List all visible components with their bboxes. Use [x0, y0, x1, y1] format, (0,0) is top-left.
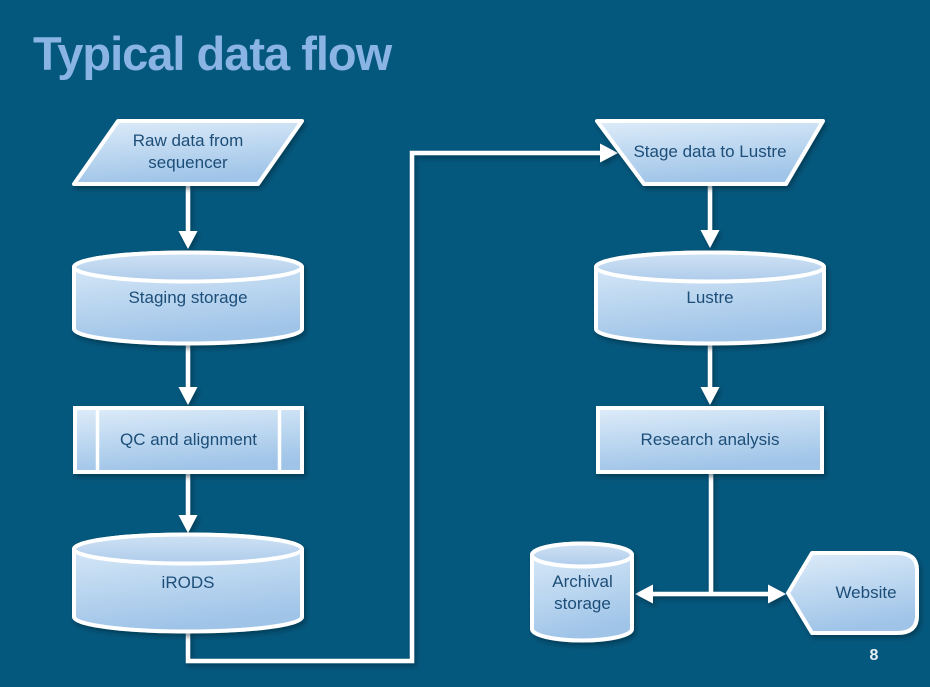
- edge-irods-stagelustre: [185, 143, 618, 664]
- node-raw-data-parallelogram: [72, 119, 304, 186]
- nodes-layer: [72, 119, 919, 643]
- edge-stagelustre-lustre: [700, 186, 720, 248]
- label-website: Website: [835, 583, 897, 603]
- arrowhead-down-icon: [178, 231, 198, 249]
- node-archival-storage-cylinder: [530, 541, 634, 643]
- edge-research-split: [635, 473, 786, 604]
- edge-staging-qc: [178, 344, 198, 405]
- node-irods-cylinder: [72, 532, 304, 634]
- label-raw-data: Raw data from sequencer: [132, 131, 244, 172]
- arrowhead-right-icon: [600, 143, 618, 163]
- node-qc-alignment-box: [73, 406, 304, 474]
- edge-lustre-research: [700, 344, 720, 405]
- arrowhead-down-icon: [178, 515, 198, 533]
- label-staging-storage: Staging storage: [128, 288, 248, 308]
- label-qc-alignment: QC and alignment: [119, 430, 258, 450]
- node-research-analysis-box: [596, 406, 824, 474]
- label-research-analysis: Research analysis: [640, 430, 780, 450]
- label-irods: iRODS: [161, 573, 215, 593]
- arrowhead-left-icon: [635, 584, 653, 604]
- slide-title: Typical data flow: [33, 27, 392, 80]
- arrowhead-down-icon: [700, 387, 720, 405]
- edges-layer: [178, 143, 786, 664]
- label-lustre: Lustre: [686, 288, 734, 308]
- arrowhead-down-icon: [700, 230, 720, 248]
- label-archival-storage: Archival storage: [552, 572, 613, 613]
- arrowhead-down-icon: [178, 387, 198, 405]
- node-lustre-cylinder: [594, 250, 826, 346]
- node-website-display: [786, 551, 919, 635]
- page-number: 8: [869, 647, 879, 664]
- node-staging-storage-cylinder: [72, 250, 304, 346]
- edge-qc-irods: [178, 473, 198, 533]
- arrowhead-right-icon: [768, 584, 786, 604]
- node-stage-lustre-trapezoid: [595, 119, 825, 186]
- edge-rawdata-staging: [178, 186, 198, 249]
- label-stage-to-lustre: Stage data to Lustre: [633, 142, 787, 162]
